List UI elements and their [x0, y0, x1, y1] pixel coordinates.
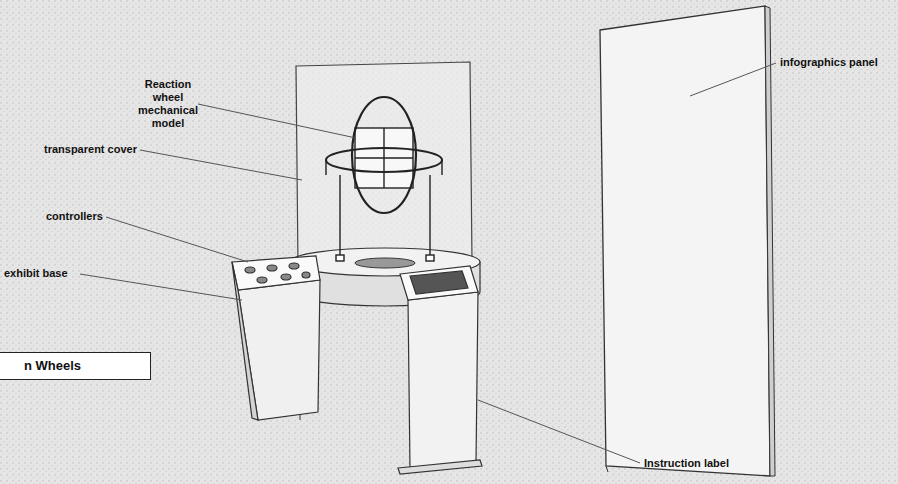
callout-label: controllers — [46, 210, 103, 223]
reaction-wheel-model — [326, 97, 442, 261]
title-box: n Wheels — [0, 352, 151, 380]
callout-label: transparent cover — [44, 143, 137, 156]
box-title: n Wheels — [24, 358, 140, 373]
callout-label: Reaction wheel mechanical model — [128, 78, 208, 130]
callout-label: Instruction label — [644, 457, 729, 470]
controller-console — [232, 256, 320, 420]
transparent-cover — [296, 62, 472, 266]
leader-lines — [80, 63, 776, 463]
infographics-panel — [600, 6, 775, 476]
callout-label: infographics panel — [780, 56, 878, 69]
instruction-stand — [398, 266, 482, 474]
callout-label: exhibit base — [4, 267, 68, 280]
